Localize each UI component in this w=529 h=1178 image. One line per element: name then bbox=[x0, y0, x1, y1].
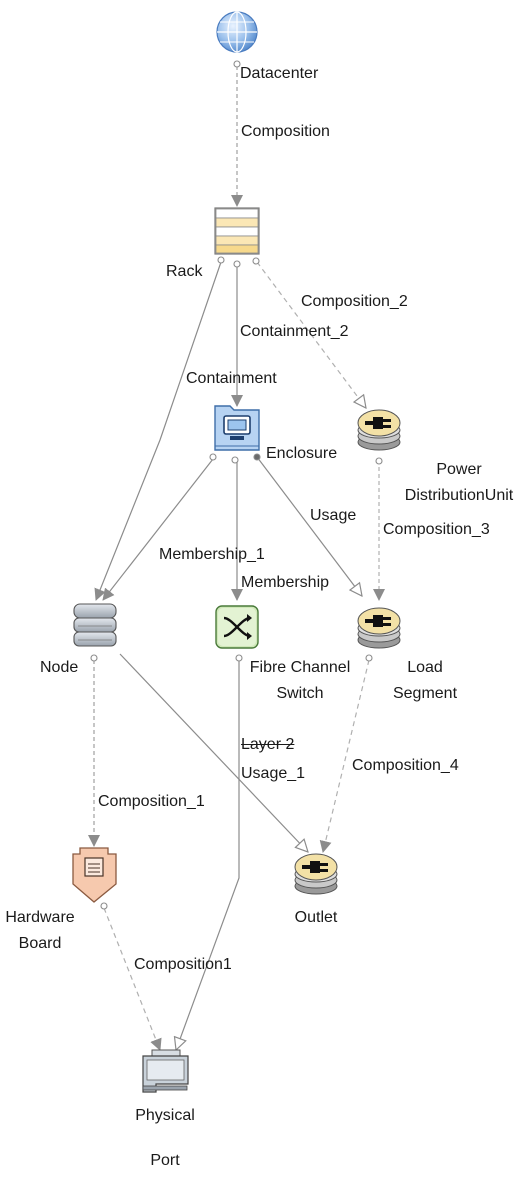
power-distribution-unit-label-line1: Power bbox=[436, 461, 482, 478]
edge-label-usage-1: Usage_1 bbox=[241, 765, 306, 782]
edge-label-composition: Composition bbox=[241, 123, 330, 140]
outlet-label: Outlet bbox=[294, 909, 338, 926]
edge-composition1[interactable] bbox=[103, 907, 162, 1051]
edge-layer-2[interactable] bbox=[176, 660, 240, 1050]
enclosure-icon[interactable] bbox=[214, 405, 260, 451]
edge-label-containment-2: Containment_2 bbox=[240, 323, 349, 340]
power-plug-icon[interactable] bbox=[357, 607, 401, 649]
edge-composition-2[interactable] bbox=[256, 261, 366, 408]
load-segment-label-line1: Load bbox=[407, 659, 443, 676]
hardware-board-label-line1: Hardware bbox=[5, 909, 75, 926]
edge-label-containment: Containment bbox=[186, 370, 277, 387]
power-plug-icon[interactable] bbox=[294, 853, 338, 895]
edge-label-composition-3: Composition_3 bbox=[383, 521, 490, 538]
physical-port-label-line1: Physical bbox=[135, 1107, 195, 1124]
switch-icon[interactable] bbox=[215, 605, 259, 649]
rack-icon[interactable] bbox=[214, 207, 260, 255]
enclosure-label: Enclosure bbox=[266, 445, 338, 462]
rack-label: Rack bbox=[166, 263, 203, 280]
fibre-channel-switch-label-line1: Fibre Channel bbox=[249, 659, 351, 676]
edge-start-markers bbox=[90, 60, 383, 910]
edge-usage-1[interactable] bbox=[119, 653, 308, 852]
edge-label-composition1: Composition1 bbox=[134, 956, 232, 973]
edge-label-membership: Membership bbox=[241, 574, 330, 591]
port-icon[interactable] bbox=[142, 1049, 189, 1093]
globe-icon[interactable] bbox=[216, 11, 258, 53]
server-stack-icon[interactable] bbox=[73, 603, 117, 647]
edge-composition-4[interactable] bbox=[319, 659, 370, 853]
fibre-channel-switch-label-line2: Switch bbox=[276, 685, 324, 702]
power-distribution-unit-label-line2: DistributionUnit bbox=[404, 487, 514, 504]
edge-usage[interactable] bbox=[256, 456, 362, 596]
datacenter-label: Datacenter bbox=[240, 65, 319, 82]
load-segment-label-line2: Segment bbox=[392, 685, 458, 702]
edge-label-composition-1: Composition_1 bbox=[98, 793, 205, 810]
edge-label-usage: Usage bbox=[310, 507, 357, 524]
edges bbox=[88, 66, 385, 1051]
hardware-board-icon[interactable] bbox=[72, 847, 117, 903]
edge-membership-1[interactable] bbox=[102, 458, 214, 601]
power-plug-icon[interactable] bbox=[357, 409, 401, 451]
hardware-board-label-line2: Board bbox=[18, 935, 62, 952]
edge-label-layer-2: Layer 2 bbox=[241, 736, 295, 753]
edge-label-composition-2: Composition_2 bbox=[301, 293, 408, 310]
physical-port-label-line2: Port bbox=[150, 1152, 180, 1169]
node-label: Node bbox=[40, 659, 79, 676]
edge-label-membership-1: Membership_1 bbox=[159, 546, 265, 563]
edge-containment[interactable] bbox=[94, 261, 222, 601]
edge-label-composition-4: Composition_4 bbox=[352, 757, 459, 774]
